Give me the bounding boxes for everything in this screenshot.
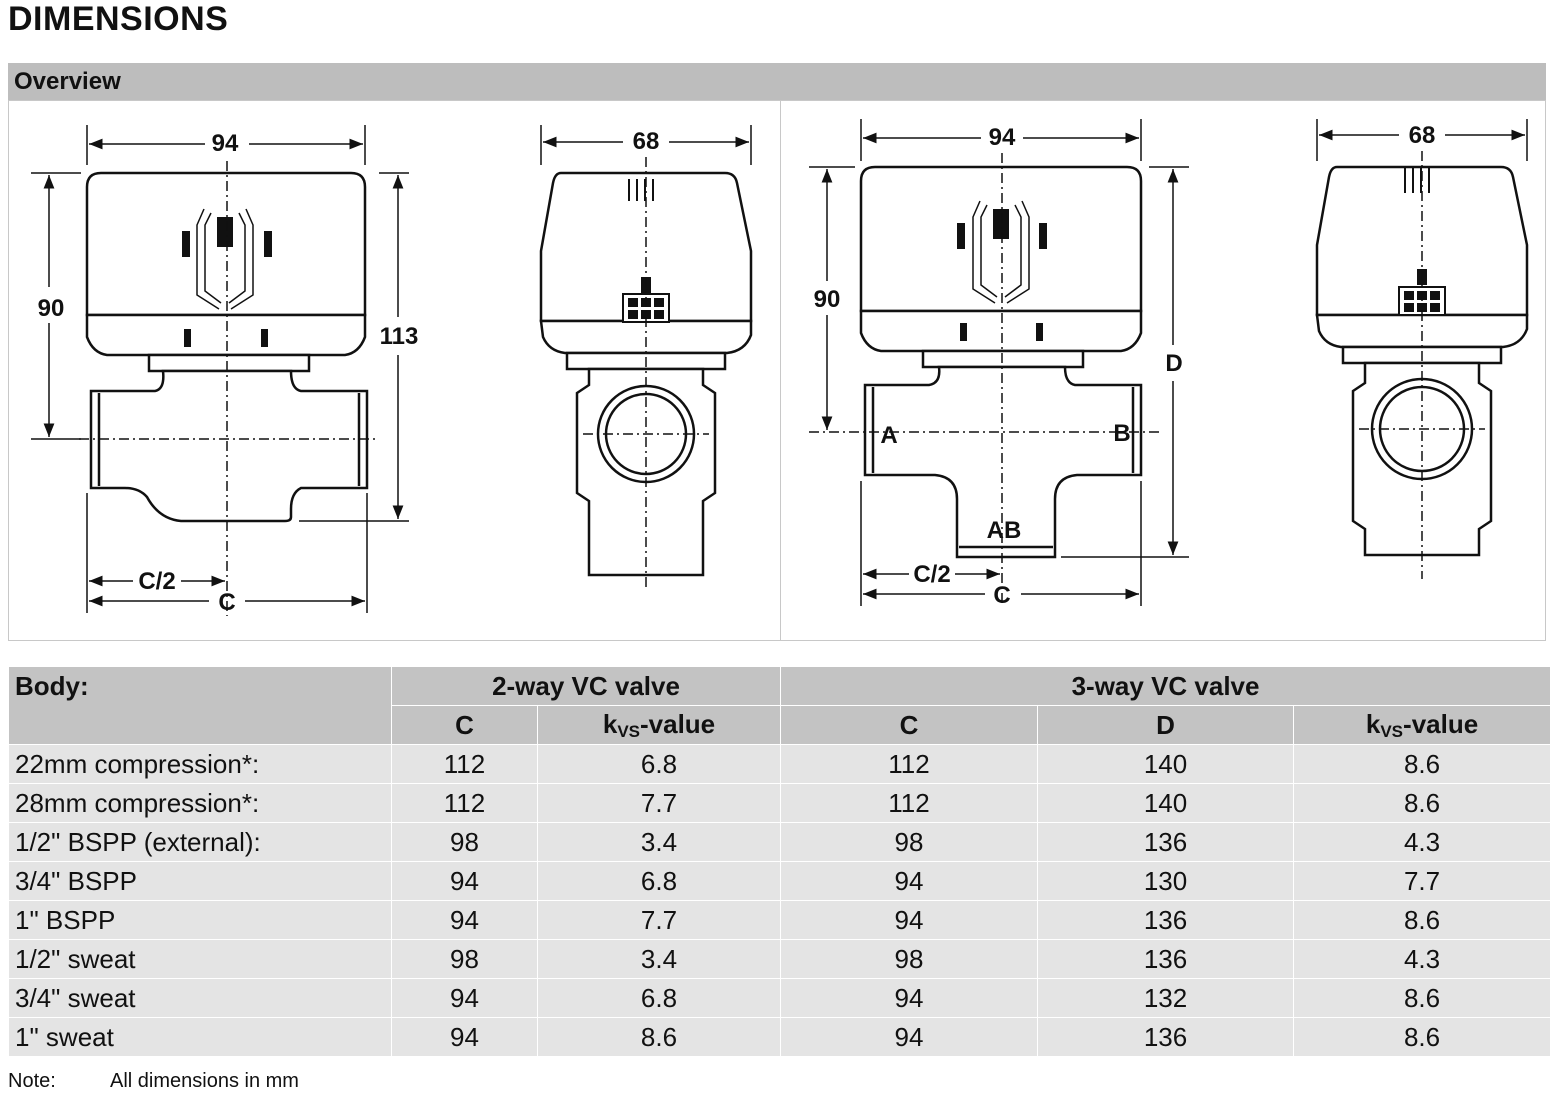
- cell-c-3way: 94: [780, 978, 1039, 1018]
- cell-kvs-2way: 6.8: [536, 861, 782, 901]
- row-label: 1/2" sweat: [8, 939, 392, 979]
- cell-kvs-3way: 8.6: [1293, 900, 1552, 940]
- col-header-d-3way: D: [1037, 705, 1295, 745]
- cell-c-3way: 112: [780, 744, 1039, 784]
- cell-kvs-3way: 8.6: [1293, 1017, 1552, 1057]
- cell-c-2way: 112: [391, 783, 538, 823]
- col-header-kvs-3way: kVS-value: [1293, 705, 1552, 745]
- row-label: 3/4" sweat: [8, 978, 392, 1018]
- cell-c-2way: 94: [391, 1017, 538, 1057]
- cell-d-3way: 136: [1037, 822, 1295, 862]
- cell-kvs-2way: 6.8: [536, 744, 782, 784]
- col-header-c-3way: C: [780, 705, 1039, 745]
- cell-kvs-3way: 4.3: [1293, 939, 1552, 979]
- cell-kvs-3way: 4.3: [1293, 822, 1552, 862]
- port-b-label: B: [1113, 420, 1130, 447]
- cell-c-2way: 112: [391, 744, 538, 784]
- row-label: 1" BSPP: [8, 900, 392, 940]
- dim-3way-height-90: 90: [814, 286, 841, 313]
- section-header-overview: Overview: [8, 63, 1546, 100]
- cell-d-3way: 130: [1037, 861, 1295, 901]
- port-ab-label: AB: [987, 517, 1022, 544]
- cell-c-3way: 94: [780, 900, 1039, 940]
- cell-d-3way: 132: [1037, 978, 1295, 1018]
- cell-kvs-2way: 3.4: [536, 939, 782, 979]
- cell-kvs-3way: 7.7: [1293, 861, 1552, 901]
- two-way-side-view: [539, 171, 753, 577]
- dim-3way-side-width: 68: [1409, 122, 1436, 149]
- valve-neck: [147, 353, 311, 373]
- dim-3way-half-c: C/2: [913, 561, 950, 588]
- port-a-label: A: [880, 422, 897, 449]
- dim-3way-d: D: [1165, 350, 1182, 377]
- cell-d-3way: 136: [1037, 900, 1295, 940]
- row-label: 28mm compression*:: [8, 783, 392, 823]
- cell-d-3way: 136: [1037, 1017, 1295, 1057]
- col-header-c-2way: C: [391, 705, 538, 745]
- dimensions-table: Body: 2-way VC valve 3-way VC valve C kV…: [8, 666, 1552, 1057]
- cell-kvs-3way: 8.6: [1293, 978, 1552, 1018]
- three-way-front-dims: [809, 119, 1189, 606]
- cell-c-2way: 94: [391, 978, 538, 1018]
- dim-2way-height-90: 90: [38, 295, 65, 322]
- note-text: All dimensions in mm: [110, 1070, 299, 1092]
- row-label: 1" sweat: [8, 1017, 392, 1057]
- group-header-3way: 3-way VC valve: [780, 666, 1552, 706]
- figure-divider: [780, 101, 781, 640]
- cell-d-3way: 140: [1037, 783, 1295, 823]
- cell-c-2way: 94: [391, 900, 538, 940]
- row-label: 22mm compression*:: [8, 744, 392, 784]
- dim-2way-width: 94: [212, 130, 239, 157]
- note-label: Note:: [8, 1070, 56, 1092]
- three-way-side-dims: [1316, 119, 1528, 579]
- cell-kvs-2way: 7.7: [536, 783, 782, 823]
- two-way-front-view: [85, 171, 369, 523]
- cell-c-3way: 94: [780, 1017, 1039, 1057]
- cell-c-2way: 94: [391, 861, 538, 901]
- cell-kvs-2way: 6.8: [536, 978, 782, 1018]
- actuator-base: [85, 313, 367, 357]
- drawings-svg: 94 90 113 C/2 C 68: [31, 119, 1529, 616]
- dim-2way-side-width: 68: [633, 128, 660, 155]
- dim-3way-c: C: [993, 582, 1010, 609]
- group-header-2way: 2-way VC valve: [390, 666, 782, 706]
- cell-d-3way: 136: [1037, 939, 1295, 979]
- cell-d-3way: 140: [1037, 744, 1295, 784]
- cell-c-3way: 98: [780, 939, 1039, 979]
- dimension-drawings: 94 90 113 C/2 C 68: [8, 100, 1546, 641]
- cell-c-2way: 98: [391, 939, 538, 979]
- cell-kvs-2way: 3.4: [536, 822, 782, 862]
- three-way-front-view: [859, 165, 1143, 559]
- dim-3way-width: 94: [989, 124, 1016, 151]
- cell-c-3way: 98: [780, 822, 1039, 862]
- cell-kvs-2way: 7.7: [536, 900, 782, 940]
- dim-2way-half-c: C/2: [138, 568, 175, 595]
- row-label: 1/2" BSPP (external):: [8, 822, 392, 862]
- col-header-kvs-2way: kVS-value: [536, 705, 782, 745]
- cell-kvs-2way: 8.6: [536, 1017, 782, 1057]
- valve-body: [89, 369, 369, 523]
- cell-c-3way: 112: [780, 783, 1039, 823]
- dim-2way-height-113: 113: [380, 323, 419, 350]
- cell-c-3way: 94: [780, 861, 1039, 901]
- row-label: 3/4" BSPP: [8, 861, 392, 901]
- cell-kvs-3way: 8.6: [1293, 744, 1552, 784]
- two-way-front-dims: [31, 125, 409, 616]
- cell-kvs-3way: 8.6: [1293, 783, 1552, 823]
- page-title: DIMENSIONS: [8, 0, 229, 38]
- body-header: Body:: [8, 666, 392, 745]
- two-way-side-dims: [540, 125, 752, 591]
- cell-c-2way: 98: [391, 822, 538, 862]
- dim-2way-c: C: [218, 589, 235, 616]
